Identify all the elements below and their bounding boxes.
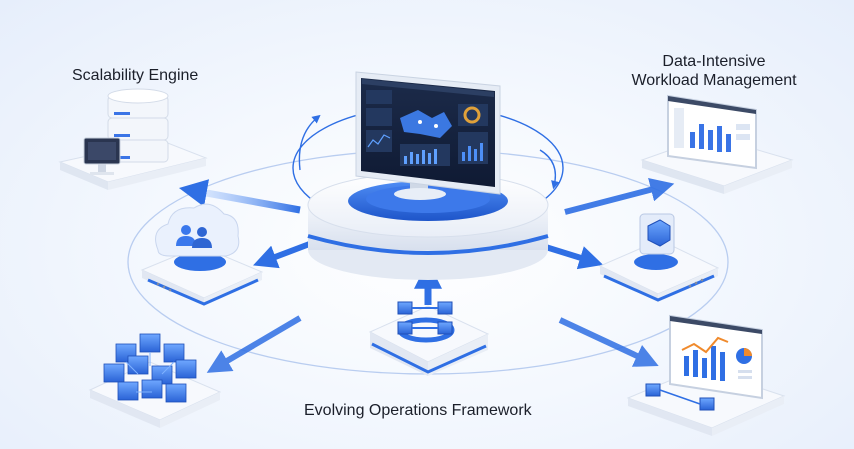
data-workload-node bbox=[640, 94, 794, 194]
evolving-operations-label: Evolving Operations Framework bbox=[304, 402, 532, 419]
data-workload-label-line1: Data-Intensive bbox=[662, 53, 766, 70]
arrow-to-scalability bbox=[178, 179, 301, 214]
arrow-to-network bbox=[206, 315, 302, 373]
workflow-nodes-icon bbox=[397, 301, 455, 343]
cube-icon bbox=[639, 213, 675, 255]
flow-boxes bbox=[645, 383, 715, 411]
central-hub bbox=[307, 71, 549, 280]
scalability-engine-label: Scalability Engine bbox=[72, 67, 199, 84]
cloud-users-icon bbox=[155, 203, 240, 257]
orbit-arrow-right bbox=[539, 149, 560, 190]
central-monitor-icon bbox=[355, 71, 501, 195]
network-node bbox=[88, 333, 222, 428]
workflow-node bbox=[368, 301, 490, 376]
server-rack-icon bbox=[107, 88, 169, 163]
analytics-node bbox=[626, 314, 786, 436]
arrow-to-analytics bbox=[558, 317, 659, 367]
desktop-computer-icon bbox=[83, 137, 121, 175]
data-workload-label: Data-Intensive Workload Management bbox=[614, 52, 814, 90]
orbit-arrow-left bbox=[298, 114, 321, 171]
scalability-node bbox=[58, 88, 208, 190]
cube-node bbox=[598, 213, 720, 302]
cloud-node bbox=[140, 203, 264, 306]
arrow-to-data-workload bbox=[564, 178, 675, 215]
dashboard-monitor-icon bbox=[667, 94, 757, 170]
analytics-monitor-icon bbox=[669, 314, 763, 400]
data-workload-label-line2: Workload Management bbox=[631, 72, 797, 89]
